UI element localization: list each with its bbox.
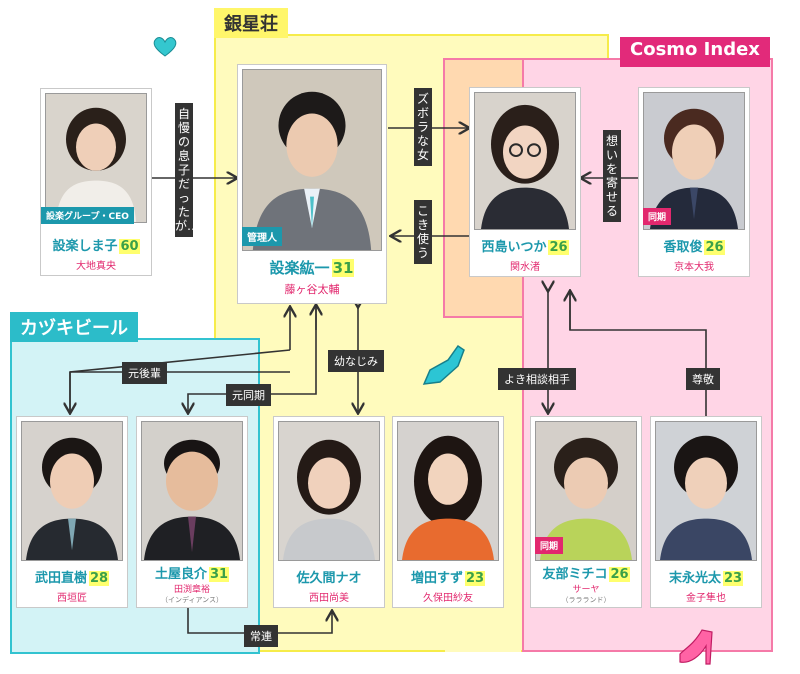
portrait-koichi	[242, 69, 382, 251]
age-shun: 26	[704, 240, 725, 255]
role-badge-michiko: 同期	[535, 537, 564, 554]
label-shun-itsuka: 想いを寄せる	[603, 130, 621, 222]
shoe-icon	[422, 344, 465, 385]
label-joren: 常連	[244, 625, 278, 647]
role-badge-shimako: 設楽グループ・CEO	[41, 207, 134, 224]
label-motodouki: 元同期	[226, 384, 271, 406]
label-shimako-koichi: 自慢の息子だったが…	[175, 103, 199, 237]
portrait-nao	[278, 421, 380, 561]
age-koichi: 31	[331, 259, 355, 277]
actor-ryosuke: 田渕章裕	[173, 585, 210, 595]
kajiki-beer-title: カヅキビール	[10, 312, 138, 342]
label-sonkei: 尊敬	[686, 368, 720, 390]
heart-icon	[153, 37, 177, 57]
portrait-naoki	[21, 421, 123, 561]
cosmo-index-title: Cosmo Index	[620, 37, 770, 67]
age-michiko: 26	[609, 567, 630, 582]
actor-shun: 京本大我	[674, 262, 714, 273]
actor-shimako: 大地真央	[76, 261, 116, 272]
actor-itsuka: 関水渚	[510, 262, 540, 273]
label-osananajimi: 幼なじみ	[328, 350, 384, 372]
portrait-suzu	[397, 421, 499, 561]
actor-nao: 西田尚美	[309, 593, 349, 604]
portrait-kota	[655, 421, 757, 561]
role-badge-shun: 同期	[643, 208, 672, 225]
actor-naoki: 西垣匠	[57, 593, 87, 604]
name-nao: 佐久間ナオ	[296, 571, 362, 586]
actor-koichi: 藤ヶ谷太輔	[284, 283, 340, 296]
age-suzu: 23	[464, 571, 486, 586]
label-yoki-soudan: よき相談相手	[498, 368, 576, 390]
ginseiso-title: 銀星荘	[214, 8, 288, 38]
age-ryosuke: 31	[208, 567, 230, 582]
portrait-shun	[643, 92, 745, 230]
age-itsuka: 26	[548, 240, 569, 255]
label-motokohai: 元後輩	[122, 362, 167, 384]
portrait-shimako	[45, 93, 147, 223]
person-card-nao[interactable]: 佐久間ナオ 西田尚美	[273, 416, 385, 608]
role-badge-koichi: 管理人	[242, 227, 282, 246]
label-koichi-itsuka: ズボラな女	[414, 88, 432, 166]
actor-note-michiko: （ララランド）	[561, 596, 611, 604]
actor-suzu: 久保田紗友	[423, 593, 473, 604]
high-heel-icon	[679, 629, 713, 665]
portrait-ryosuke	[141, 421, 243, 561]
actor-michiko: サーヤ	[572, 585, 600, 595]
portrait-itsuka	[474, 92, 576, 230]
age-naoki: 28	[88, 571, 110, 586]
portrait-michiko	[535, 421, 637, 561]
actor-kota: 金子隼也	[686, 593, 726, 604]
age-shimako: 60	[119, 239, 140, 254]
label-itsuka-koichi: こき使う	[414, 200, 432, 264]
age-kota: 23	[722, 571, 744, 586]
actor-note-ryosuke: （インディアンス）	[160, 596, 224, 604]
